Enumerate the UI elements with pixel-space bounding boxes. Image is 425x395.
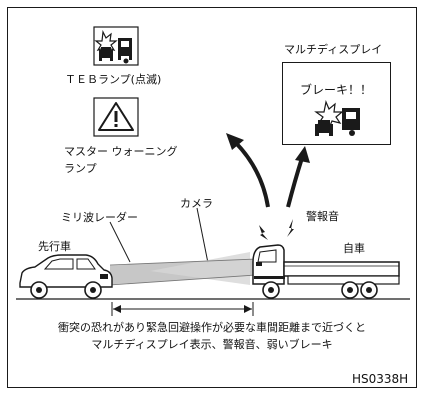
alarm-sound-icon: [259, 219, 294, 240]
distance-dimension: [111, 302, 254, 316]
master-warning-icon: [93, 97, 139, 137]
radar-leader-line: [109, 221, 131, 263]
lead-vehicle-label: 先行車: [38, 240, 71, 253]
arrow-to-lamps: [234, 141, 270, 208]
figure-code: HS0338H: [352, 372, 409, 386]
arrow-to-lamps-head: [226, 133, 244, 150]
diagram-frame: [7, 7, 417, 388]
camera-leader-line: [196, 207, 209, 264]
caption-line1: 衝突の恐れがあり緊急回避操作が必要な車間距離まで近づくと: [58, 321, 366, 334]
master-warning-label-line1: マスター ウォーニング: [64, 145, 178, 158]
own-truck: [252, 244, 400, 299]
lead-car: [19, 254, 113, 299]
multi-display-title: マルチディスプレイ: [284, 43, 383, 56]
master-warning-label-line2: ランプ: [64, 162, 97, 175]
arrow-to-display: [286, 157, 304, 208]
multi-display-screen: [282, 62, 391, 145]
alarm-label: 警報音: [306, 210, 339, 223]
radar-label: ミリ波レーダー: [61, 211, 138, 224]
collision-warning-icon: [314, 100, 360, 136]
multi-display-message: ブレーキ！！: [300, 83, 373, 97]
arrow-to-display-head: [295, 146, 310, 163]
caption-line2: マルチディスプレイ表示、警報音、弱いブレーキ: [91, 338, 333, 351]
own-vehicle-label: 自車: [343, 242, 365, 255]
camera-label: カメラ: [180, 197, 213, 210]
teb-lamp-label: ＴＥＢランプ(点滅): [65, 73, 162, 86]
teb-lamp-icon: [93, 26, 139, 66]
